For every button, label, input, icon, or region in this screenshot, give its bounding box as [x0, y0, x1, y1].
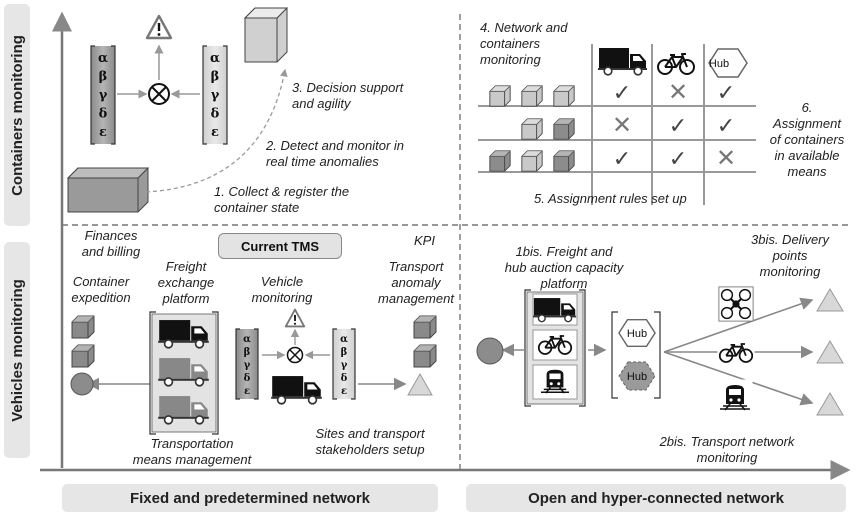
label-sites-setup: Sites and transport stakeholders setup [315, 426, 425, 457]
greek-letter: δ [99, 107, 108, 122]
check-icon: ✓ [613, 147, 631, 172]
br-hub-bracket [611, 311, 661, 399]
bicycle-box [717, 338, 755, 368]
greek-letter: α [98, 51, 108, 66]
step-network-monitoring-bis: 2bis. Transport network monitoring [659, 434, 795, 465]
container-icon [553, 150, 575, 172]
cross-icon: ✕ [668, 78, 688, 106]
warning-icon [284, 308, 306, 328]
hub-icon [618, 361, 656, 391]
bottom-band-left: Fixed and predetermined network [62, 484, 438, 512]
side-band-top: Containers monitoring [4, 4, 30, 226]
bicycle-icon [657, 53, 695, 75]
hub-label: Hub [709, 58, 729, 70]
check-icon: ✓ [717, 114, 735, 139]
step-network-monitoring: 4. Network and containers monitoring [480, 20, 568, 67]
container-icon [413, 315, 437, 339]
greek-letter: γ [244, 360, 251, 371]
greek-letter: β [341, 347, 348, 358]
label-vehicle-monitoring: Vehicle monitoring [251, 274, 313, 305]
multiply-circle-icon [148, 83, 170, 105]
greek-letter: δ [341, 373, 348, 384]
label-means-management: Transportation means management [132, 436, 252, 467]
label-kpi: KPI [414, 233, 435, 248]
bl-alpha-column-left [235, 328, 259, 400]
side-label-vehicles: Vehicles monitoring [8, 278, 26, 422]
step-assignment: 6. Assignment of containers in available… [769, 100, 845, 179]
step-detect-monitor: 2. Detect and monitor in real time anoma… [266, 138, 405, 169]
container-icon [243, 7, 289, 63]
cross-icon: ✕ [716, 144, 736, 172]
greek-letter: δ [244, 373, 251, 384]
delivery-point [816, 340, 844, 364]
greek-letter: α [210, 51, 220, 66]
greek-letter: β [211, 70, 220, 85]
greek-letter: γ [341, 360, 348, 371]
cross-icon: ✕ [612, 111, 632, 139]
container-icon [66, 167, 150, 213]
bl-alpha-column-right [332, 328, 356, 400]
quadrant-dividers [62, 14, 852, 470]
origin-node [70, 372, 94, 396]
axes [40, 11, 851, 480]
step-assignment-rules: 5. Assignment rules set up [534, 191, 687, 206]
tl-dashed-flow-arrow [145, 68, 288, 193]
hub-label: Hub [627, 371, 647, 383]
greek-letter: β [99, 70, 108, 85]
current-tms-badge: Current TMS [218, 233, 342, 259]
bottom-band-right: Open and hyper-connected network [466, 484, 846, 512]
step-auction-platform: 1bis. Freight and hub auction capacity p… [504, 244, 624, 291]
greek-letter: γ [211, 88, 220, 103]
container-icon [521, 150, 543, 172]
greek-letter: β [244, 347, 251, 358]
container-icon [71, 315, 95, 339]
greek-letter: ε [341, 386, 347, 397]
container-icon [413, 344, 437, 368]
hub-label: Hub [627, 328, 647, 340]
container-icon [521, 85, 543, 107]
container-icon [521, 118, 543, 140]
container-icon [489, 85, 511, 107]
tr-assignment-matrix: ✓ ✕ ✓ ✕ ✓ ✓ ✓ ✓ ✕ [612, 78, 736, 172]
label-anomaly-management: Transport anomaly management [378, 259, 454, 306]
drone-icon [718, 286, 754, 322]
destination-node [407, 372, 433, 396]
container-icon [553, 85, 575, 107]
check-icon: ✓ [669, 114, 687, 139]
step-decision-support: 3. Decision support and agility [292, 80, 404, 111]
greek-letter: δ [211, 107, 220, 122]
label-freight-platform: Freight exchange platform [157, 259, 215, 306]
greek-letter: ε [99, 125, 107, 140]
check-icon: ✓ [613, 81, 631, 106]
greek-letter: γ [99, 88, 108, 103]
delivery-point [816, 392, 844, 416]
container-icon [553, 118, 575, 140]
greek-letter: ε [244, 386, 250, 397]
tr-container-rows [489, 85, 575, 172]
tl-alpha-column-left [90, 45, 116, 145]
tl-alpha-column-right [202, 45, 228, 145]
step-collect-register: 1. Collect & register the container stat… [214, 184, 350, 215]
multiply-circle-icon [286, 346, 304, 364]
greek-letter: ε [211, 125, 219, 140]
check-icon: ✓ [717, 81, 735, 106]
truck-icon [271, 375, 323, 405]
truck-icon [598, 47, 648, 76]
label-finances-billing: Finances and billing [81, 228, 141, 259]
container-icon [489, 150, 511, 172]
side-band-bottom: Vehicles monitoring [4, 242, 30, 458]
container-icon [71, 344, 95, 368]
side-label-containers: Containers monitoring [8, 34, 26, 196]
check-icon: ✓ [669, 147, 687, 172]
origin-node [476, 337, 504, 365]
delivery-point [816, 288, 844, 312]
greek-letter: α [340, 334, 348, 345]
label-container-expedition: Container expedition [71, 274, 131, 305]
step-delivery-monitoring: 3bis. Delivery points monitoring [750, 232, 830, 279]
greek-letter: α [243, 334, 251, 345]
warning-icon [145, 14, 173, 40]
